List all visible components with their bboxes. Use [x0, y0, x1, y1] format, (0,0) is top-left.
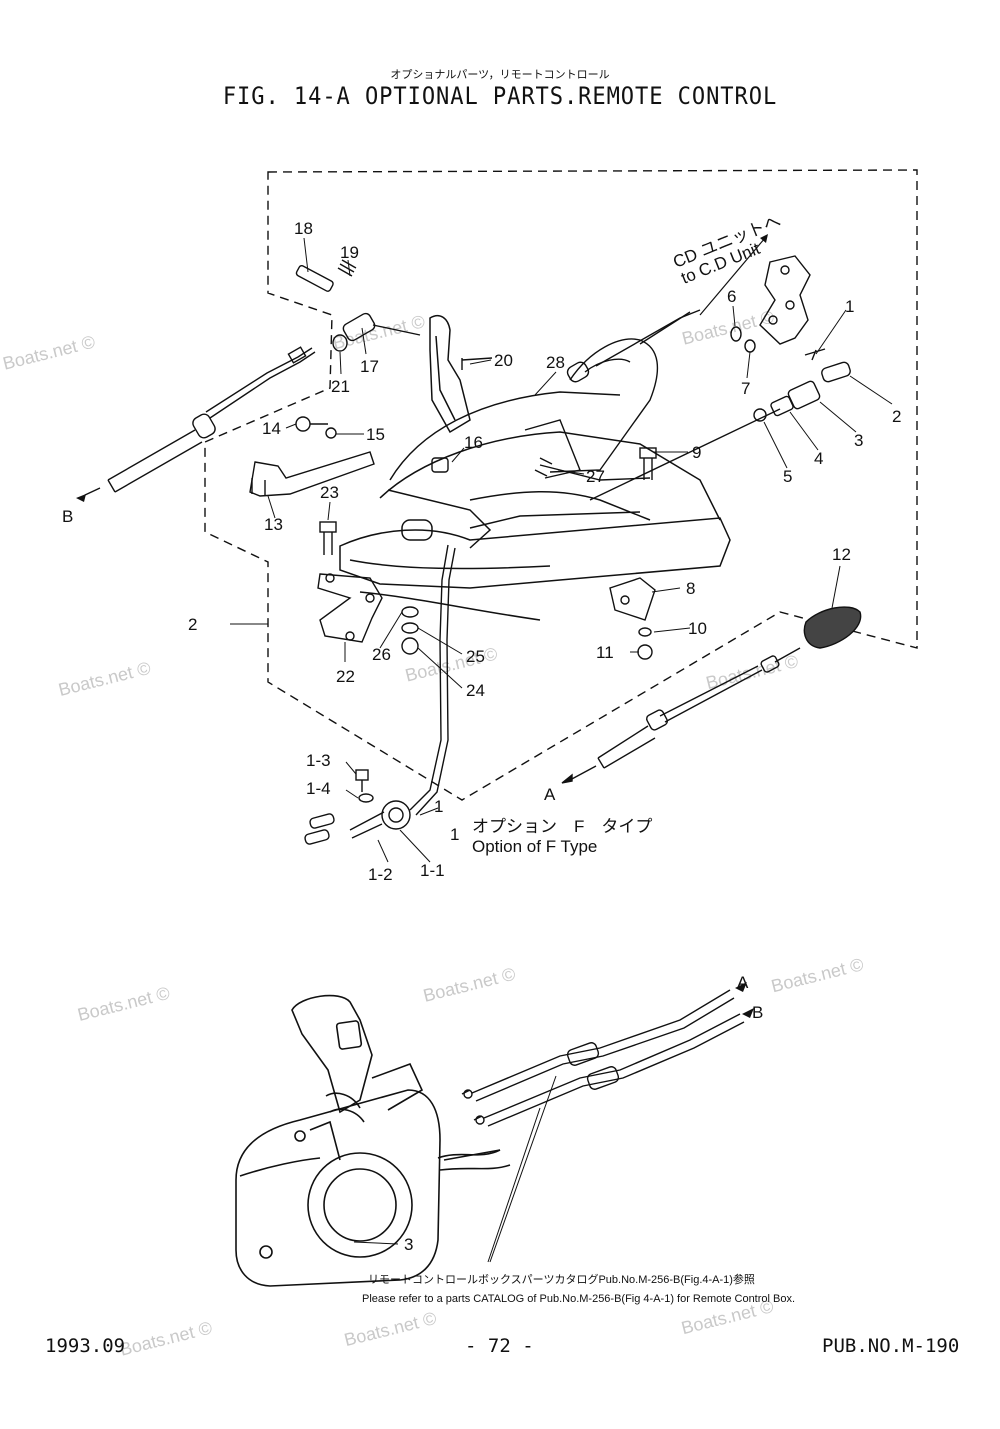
callout-23: 23 [320, 483, 339, 502]
callout-8: 8 [686, 579, 695, 598]
throttle-arm [429, 314, 471, 434]
callout-5: 5 [783, 467, 792, 486]
callout-16: 16 [464, 433, 483, 452]
callouts: 18 19 17 21 20 28 14 15 16 13 23 22 26 2… [62, 219, 901, 884]
watermark: Boats.net © [1, 332, 97, 374]
callout-1-type: 1 [450, 825, 459, 844]
watermark: Boats.net © [56, 658, 152, 700]
callout-10: 10 [688, 619, 707, 638]
arrow-a [735, 982, 747, 992]
watermark: Boats.net © [118, 1318, 214, 1360]
callout-13: 13 [264, 515, 283, 534]
callout-19: 19 [340, 243, 359, 262]
callout-20: 20 [494, 351, 513, 370]
callout-17: 17 [360, 357, 379, 376]
bracket-22 [317, 521, 419, 655]
bolt-9-bracket-8 [609, 447, 657, 660]
callout-1-2: 1-2 [368, 865, 393, 884]
callout-1-1: 1-1 [420, 861, 445, 880]
right-bracket [589, 255, 851, 501]
catalog-leaders [487, 1075, 557, 1263]
callout-2-left: 2 [188, 615, 197, 634]
lower-callout-a: A [737, 973, 749, 992]
callout-9: 9 [692, 443, 701, 462]
callout-28: 28 [546, 353, 565, 372]
option-jp: オプション F タイプ [472, 817, 652, 836]
callout-22: 22 [336, 667, 355, 686]
leader-lines [230, 237, 893, 863]
callout-24: 24 [466, 681, 485, 700]
catalog-note-jp: リモートコントロールボックスパーツカタログPub.No.M-256-B(Fig.… [368, 1272, 755, 1286]
watermark: Boats.net © [76, 983, 172, 1025]
catalog-note-en: Please refer to a parts CATALOG of Pub.N… [362, 1293, 795, 1305]
callout-11: 11 [596, 643, 614, 662]
callout-12: 12 [832, 545, 851, 564]
cd-unit-arrow [699, 237, 766, 316]
callout-15: 15 [366, 425, 385, 444]
watermark: Boats.net © [421, 964, 517, 1006]
callout-1-4: 1-4 [306, 779, 331, 798]
callout-4: 4 [814, 449, 823, 468]
watermark: Boats.net © [769, 954, 865, 996]
callout-a: A [544, 785, 556, 804]
callout-21: 21 [331, 377, 350, 396]
stop-switch-cable [304, 544, 456, 845]
callout-7: 7 [741, 379, 750, 398]
figure-title: FIG. 14-A OPTIONAL PARTS.REMOTE CONTROL [222, 82, 778, 110]
callout-2-right: 2 [892, 407, 901, 426]
footer-pub: PUB.NO.M-190 [822, 1335, 960, 1357]
footer-page: - 72 - [465, 1335, 534, 1357]
callout-27: 27 [586, 467, 605, 486]
cable-b-upper [84, 346, 316, 496]
leader-3 [353, 1241, 399, 1245]
cable-a-upper [561, 606, 862, 784]
watermark: Boats.net © [342, 1308, 438, 1350]
arrow-b [742, 1008, 754, 1018]
callout-1: 1 [434, 797, 443, 816]
footer-date: 1993.09 [45, 1335, 126, 1357]
option-en: Option of F Type [472, 837, 597, 856]
callout-14: 14 [262, 419, 281, 438]
callout-6: 6 [727, 287, 736, 306]
japanese-subtitle: オプショナルパーツ，リモートコントロール [390, 68, 610, 81]
callout-1-3: 1-3 [306, 751, 331, 770]
lower-cables [443, 989, 745, 1161]
bracket-13 [249, 416, 449, 497]
kit-boundary-dashed [204, 169, 918, 801]
lower-callout-b: B [752, 1003, 763, 1022]
parts-18-21 [295, 259, 493, 370]
engine-frame [339, 391, 731, 621]
callout-25: 25 [466, 647, 485, 666]
callout-3: 3 [854, 431, 863, 450]
callout-b: B [62, 507, 73, 526]
callout-26: 26 [372, 645, 391, 664]
callout-1-right: 1 [845, 297, 854, 316]
callout-3-lower: 3 [404, 1235, 413, 1254]
callout-18: 18 [294, 219, 313, 238]
